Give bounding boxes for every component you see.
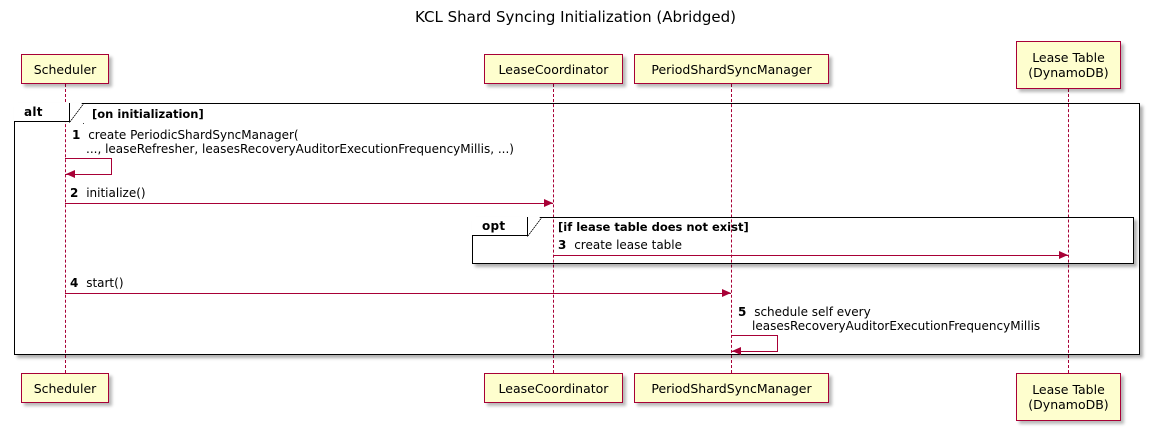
message-3-number: 3 [558, 238, 567, 252]
message-2-label: 2 initialize() [70, 186, 146, 200]
message-5-text-line2: leasesRecoveryAuditorExecutionFrequencyM… [752, 319, 1041, 333]
participant-leasecoordinator-bottom-label: LeaseCoordinator [498, 380, 609, 396]
participant-periodshardsyncmanager-top-label: PeriodShardSyncManager [651, 61, 812, 77]
lifeline-periodshardsyncmanager [731, 84, 732, 373]
participant-periodshardsyncmanager-bottom-label: PeriodShardSyncManager [651, 380, 812, 396]
lifeline-leasecoordinator [553, 84, 554, 373]
message-4-text: start() [86, 276, 124, 290]
lifeline-leasetable [1068, 89, 1069, 373]
participant-leasetable-bottom-label-line2: (DynamoDB) [1028, 397, 1109, 412]
participant-leasetable-bottom[interactable]: Lease Table (DynamoDB) [1016, 373, 1121, 421]
message-3-arrowhead [1059, 251, 1068, 259]
message-2-line [65, 203, 553, 204]
message-1-number: 1 [72, 128, 81, 142]
fragment-opt [472, 217, 1134, 264]
fragment-alt-tab-corner-edge [69, 103, 84, 124]
fragment-opt-tab-corner-edge [527, 217, 542, 237]
participant-scheduler-top[interactable]: Scheduler [21, 54, 109, 84]
message-1-label-line2: ..., leaseRefresher, leasesRecoveryAudit… [86, 142, 514, 156]
participant-periodshardsyncmanager-bottom[interactable]: PeriodShardSyncManager [634, 373, 829, 403]
message-1-text-line2: ..., leaseRefresher, leasesRecoveryAudit… [86, 142, 514, 156]
participant-leasetable-top-label-line1: Lease Table [1032, 50, 1105, 65]
participant-leasetable-top-label-line2: (DynamoDB) [1028, 65, 1109, 80]
fragment-alt-guard: [on initialization] [92, 107, 204, 121]
message-5-label-line2: leasesRecoveryAuditorExecutionFrequencyM… [752, 319, 1040, 333]
participant-leasecoordinator-top-label: LeaseCoordinator [498, 61, 609, 77]
participant-periodshardsyncmanager-top[interactable]: PeriodShardSyncManager [634, 54, 829, 84]
message-1-text-line1: create PeriodicShardSyncManager( [88, 128, 299, 142]
fragment-opt-guard: [if lease table does not exist] [558, 220, 749, 234]
message-4-arrowhead [722, 289, 731, 297]
fragment-alt-tab-label: alt [14, 103, 70, 122]
message-5-text-line1: schedule self every [754, 305, 871, 319]
participant-scheduler-top-label: Scheduler [33, 61, 97, 77]
message-5-arrowhead [732, 347, 741, 355]
lifeline-scheduler [65, 84, 66, 373]
diagram-title: KCL Shard Syncing Initialization (Abridg… [415, 8, 736, 26]
message-3-text: create lease table [574, 238, 683, 252]
participant-scheduler-bottom-label: Scheduler [33, 380, 97, 396]
message-1-arrowhead [66, 170, 75, 178]
message-4-line [65, 293, 731, 294]
participant-leasecoordinator-bottom[interactable]: LeaseCoordinator [484, 373, 623, 403]
participant-leasetable-top[interactable]: Lease Table (DynamoDB) [1016, 41, 1121, 89]
message-5-number: 5 [738, 305, 747, 319]
message-1-label: 1 create PeriodicShardSyncManager( [72, 128, 299, 142]
message-2-text: initialize() [86, 186, 146, 200]
message-4-label: 4 start() [70, 276, 124, 290]
fragment-alt [14, 103, 1140, 355]
message-5-self-loop [731, 335, 778, 352]
fragment-opt-tab-label: opt [472, 217, 528, 236]
participant-leasecoordinator-top[interactable]: LeaseCoordinator [484, 54, 623, 84]
message-4-number: 4 [70, 276, 79, 290]
participant-leasetable-bottom-label-line1: Lease Table [1032, 382, 1105, 397]
message-3-line [553, 255, 1068, 256]
message-3-label: 3 create lease table [558, 238, 682, 252]
message-1-self-loop [65, 158, 112, 175]
message-2-number: 2 [70, 186, 79, 200]
message-5-label: 5 schedule self every [738, 305, 871, 319]
participant-scheduler-bottom[interactable]: Scheduler [21, 373, 109, 403]
message-2-arrowhead [544, 199, 553, 207]
